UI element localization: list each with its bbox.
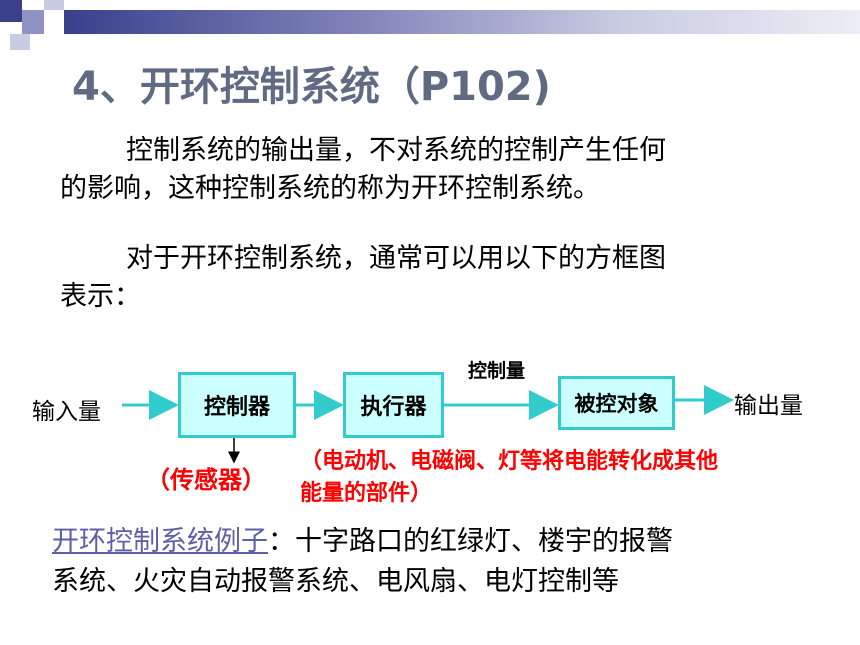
actuator-note-line-2: 能量的部件） — [300, 481, 433, 506]
paragraph-1: 控制系统的输出量，不对系统的控制产生任何 的影响，这种控制系统的称为开环控制系统… — [60, 132, 830, 208]
paragraph-2: 对于开环控制系统，通常可以用以下的方框图 表示： — [60, 240, 830, 316]
corner-square-2 — [22, 10, 44, 34]
paragraph-1-line-1: 控制系统的输出量，不对系统的控制产生任何 — [126, 135, 666, 166]
corner-square-4 — [10, 34, 30, 50]
block-diagram: 输入量 控制器 执行器 控制量 被控对象 输出量 （传感器） （电动机、电磁阀、… — [0, 340, 860, 530]
page-title: 4、开环控制系统（P102) — [72, 64, 551, 110]
diagram-arrows — [122, 385, 734, 464]
sensor-note: （传感器） — [146, 466, 266, 494]
paragraph-2-line-1: 对于开环控制系统，通常可以用以下的方框图 — [126, 243, 666, 274]
control-variable-label: 控制量 — [468, 360, 526, 382]
actuator-note-line-1: （电动机、电磁阀、灯等将电能转化成其他 — [300, 449, 719, 474]
actuator-box: 执行器 — [343, 372, 444, 438]
output-label: 输出量 — [734, 393, 803, 419]
plant-box: 被控对象 — [558, 376, 675, 430]
paragraph-2-line-2: 表示： — [60, 281, 141, 312]
examples-line-1: ：十字路口的红绿灯、楼宇的报警 — [268, 526, 673, 557]
corner-square-3 — [44, 0, 64, 10]
header-gradient-bar — [64, 10, 860, 34]
actuator-note: （电动机、电磁阀、灯等将电能转化成其他 能量的部件） — [300, 446, 718, 510]
input-label: 输入量 — [32, 399, 101, 425]
corner-square-1 — [0, 0, 22, 22]
examples-paragraph: 开环控制系统例子：十字路口的红绿灯、楼宇的报警 系统、火灾自动报警系统、电风扇、… — [52, 522, 673, 602]
examples-link[interactable]: 开环控制系统例子 — [52, 526, 268, 557]
controller-box: 控制器 — [178, 372, 296, 438]
examples-line-2: 系统、火灾自动报警系统、电风扇、电灯控制等 — [52, 566, 619, 597]
paragraph-1-line-2: 的影响，这种控制系统的称为开环控制系统。 — [60, 173, 600, 204]
